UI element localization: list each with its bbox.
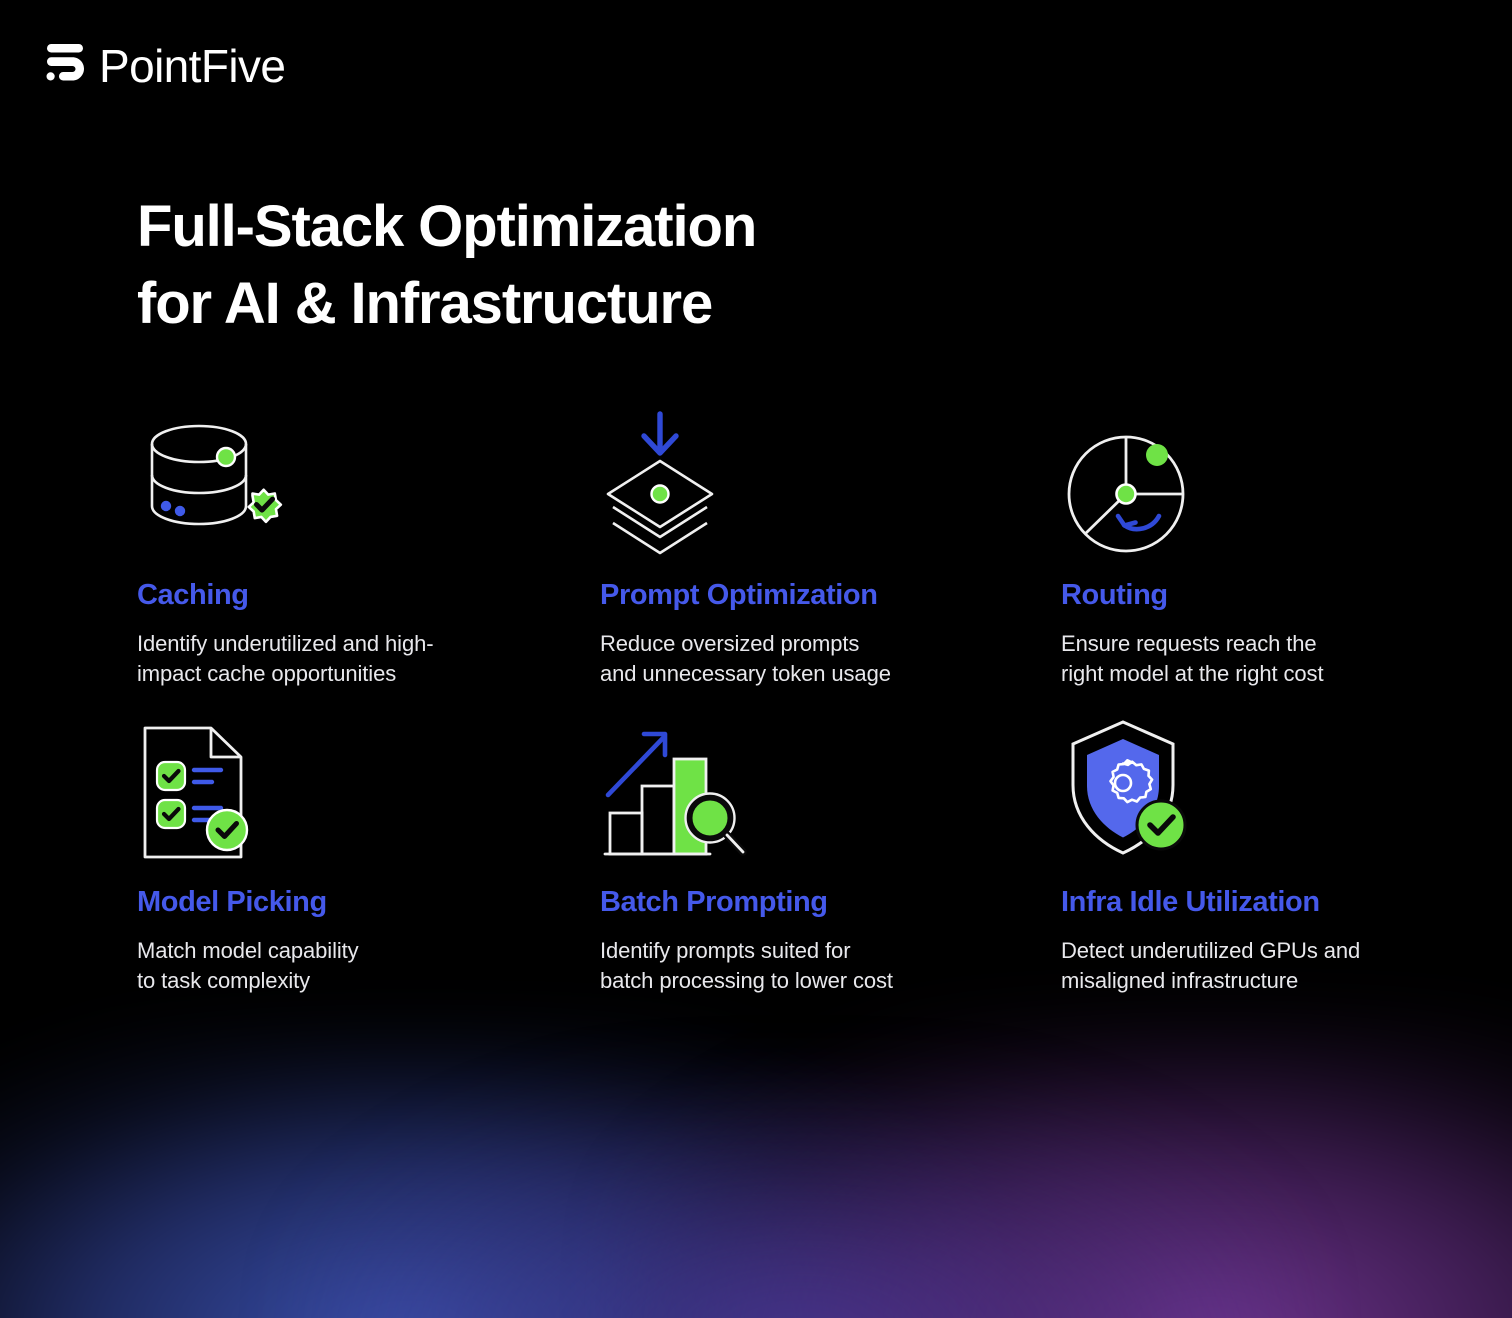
card-title-model-picking: Model Picking <box>137 886 327 918</box>
card-batch-prompting: Batch Prompting Identify prompts suited … <box>600 713 1061 997</box>
pie-routing-arrow-icon <box>1061 408 1427 558</box>
brand-name: PointFive <box>99 40 286 92</box>
card-desc-line-2: to task complexity <box>137 968 311 994</box>
card-desc-line-1: Identify underutilized and high- <box>137 630 434 656</box>
brand-logo[interactable]: PointFive <box>44 40 286 92</box>
card-desc-line-1: Detect underutilized GPUs and <box>1061 937 1361 963</box>
headline-line-1: Full-Stack Optimization <box>137 194 757 259</box>
headline-line-2: for AI & Infrastructure <box>137 271 713 337</box>
card-title-prompt-optimization: Prompt Optimization <box>600 579 878 611</box>
card-desc-infra-idle-utilization: Detect underutilized GPUs and misaligned… <box>1061 936 1421 997</box>
card-desc-caching: Identify underutilized and high- impact … <box>137 629 497 690</box>
card-desc-prompt-optimization: Reduce oversized prompts and unnecessary… <box>600 629 960 690</box>
card-desc-model-picking: Match model capability to task complexit… <box>137 936 497 997</box>
card-desc-line-1: Reduce oversized prompts <box>600 630 860 656</box>
card-title-routing: Routing <box>1061 579 1168 611</box>
pointfive-logo-mark-icon <box>44 42 86 90</box>
page-title: Full-Stack Optimization for AI & Infrast… <box>137 188 1037 342</box>
glow-mid-blob <box>300 1078 1300 1318</box>
card-caching: Caching Identify underutilized and high-… <box>137 408 600 713</box>
card-infra-idle-utilization: Infra Idle Utilization Detect underutili… <box>1061 713 1427 997</box>
card-desc-line-2: impact cache opportunities <box>137 661 397 687</box>
shield-gear-check-icon <box>1061 713 1427 865</box>
card-desc-line-1: Match model capability <box>137 937 359 963</box>
card-desc-line-2: and unnecessary token usage <box>600 661 891 687</box>
card-title-infra-idle-utilization: Infra Idle Utilization <box>1061 886 1320 918</box>
card-model-picking: Model Picking Match model capability to … <box>137 713 600 997</box>
glow-blue-blob <box>0 1028 1000 1318</box>
card-desc-batch-prompting: Identify prompts suited for batch proces… <box>600 936 960 997</box>
card-desc-line-2: batch processing to lower cost <box>600 968 893 994</box>
card-desc-line-1: Ensure requests reach the <box>1061 630 1317 656</box>
card-title-caching: Caching <box>137 579 249 611</box>
card-desc-routing: Ensure requests reach the right model at… <box>1061 629 1421 690</box>
card-prompt-optimization: Prompt Optimization Reduce oversized pro… <box>600 408 1061 713</box>
database-gear-check-icon <box>137 408 600 558</box>
card-title-batch-prompting: Batch Prompting <box>600 886 828 918</box>
capability-grid: Caching Identify underutilized and high-… <box>137 408 1427 997</box>
glow-purple-blob <box>620 1018 1512 1318</box>
layers-down-arrow-icon <box>600 408 1061 558</box>
card-desc-line-2: right model at the right cost <box>1061 661 1324 687</box>
card-routing: Routing Ensure requests reach the right … <box>1061 408 1427 713</box>
checklist-document-check-icon <box>137 713 600 865</box>
card-desc-line-2: misaligned infrastructure <box>1061 968 1299 994</box>
card-desc-line-1: Identify prompts suited for <box>600 937 851 963</box>
bar-chart-magnifier-icon <box>600 713 1061 865</box>
